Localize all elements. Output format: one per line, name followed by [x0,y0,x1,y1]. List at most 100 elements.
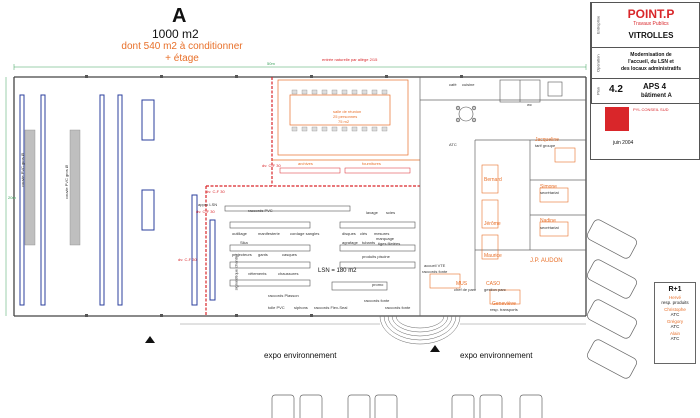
cordage-label: cordage sangles [290,231,320,236]
nadine-role: secrétariat [540,225,559,230]
projecteurs-label: projecteurs [232,252,252,257]
marquage-label: marquage [376,236,395,241]
raccords-pvc-label: raccords PVC [248,208,273,213]
overall-length: 50m [267,61,275,66]
archives-shelves [279,167,411,174]
firm-name: PYL CONSEIL SUD [633,107,669,112]
meeting-room-title: salle de réunion [333,109,362,114]
lsn-area: LSN = 180 m2 [318,268,357,274]
bottom-trucks [271,394,543,418]
building-walls [13,76,587,317]
signaletique-label: signalétique chantier [233,253,239,291]
meeting-room [272,79,420,161]
storage-racks [19,94,216,306]
caption-operation: Opération [591,48,604,78]
jacqueline-name: Jacqueline [535,137,559,143]
legend-person-role: ATC [670,335,680,341]
genevieve-role: resp. transports [490,307,518,312]
raccords-fonte-label: raccords fonte [364,298,390,303]
parked-trucks [587,219,637,379]
accueil-label: accueil VTE [424,263,446,268]
title-block: Entreprise POINT.P Travaux Publics VITRO… [590,2,700,160]
appro-label: appro LSN [198,202,218,207]
brand-logo: POINT.P [627,7,675,21]
office-walls [419,77,586,316]
promo-label: promo [372,282,384,287]
raccords-flex-label: raccords Flex-Seal [314,305,348,310]
fournitures-label: fournitures [362,161,381,166]
raccords-fonte-label-3: raccords fonte [422,269,448,274]
legend-person-name: Grégory [666,319,684,324]
rack-label-left-2: couvle PVC gros Ø [64,164,70,200]
agrafage-label: agrafage [342,240,358,245]
fire-note-left-3: dv: C-F 30 [178,257,197,262]
meeting-room-area: 75 m2 [338,119,350,124]
produits-piscine-label: produits piscine [362,254,390,259]
sika-label: Sika [240,240,248,245]
caso-name: CASO [486,281,501,287]
gants-label: gants [258,252,268,257]
cuisine-label: cuisine [462,82,475,87]
operation-line-2: l'accueil, du LSN et [628,59,674,65]
vetements-label: vêtements [248,271,267,276]
wc-label: wc [527,102,532,107]
legend-person-role: ATC [670,311,680,317]
office-desks [429,147,576,305]
raccords-plasson-label: raccords Plasson [268,293,299,298]
siphons-label: siphons [294,305,308,310]
plan-name: APS 4 [643,82,667,91]
conditioned-floor: + étage [165,53,199,64]
cles-label: clés [360,231,368,236]
meeting-chairs [291,89,388,132]
dimension-top [13,64,587,70]
nadine-name: Nadine [540,218,556,224]
operation-line-3: des locaux administratifs [620,66,682,72]
rack-label-left: couvle PVC gros Ø [20,152,26,188]
bernard-name: Bernard [484,177,502,183]
shop-shelves [224,205,416,291]
genevieve-name: Geneviève [492,301,516,307]
disques-label: disques [342,231,356,236]
chaussures-label: chaussures [278,271,299,276]
legend-person-role: resp. produits [661,299,689,305]
section-marks [145,336,440,352]
jacqueline-role: tarif groupe [535,143,556,148]
tolle-pvc-label: tolle PVC [268,305,285,310]
mesures-label: mesures [374,231,390,236]
expo-right: expo environnement [460,351,533,360]
mus-name: MUS [456,281,468,287]
fire-walls [205,77,420,316]
maurice-name: Maurice [484,253,502,259]
archives-label: archives [298,161,313,166]
fire-note-left-1: dv: C-F 30 [196,209,215,214]
casques-label: casques [282,252,297,257]
tiges-label: tiges filetées [378,241,401,246]
caption-plan: Plan [591,79,604,103]
structural-columns [85,75,463,317]
scies-label: scies [386,210,396,215]
grey-racks [24,129,81,246]
mus-role: chef de parc [454,287,477,292]
entrance-steps [379,315,461,345]
tubants-label: tubants [362,240,376,245]
plan-date: juin 2004 [613,140,634,146]
outillage-label: outillage [232,231,247,236]
simone-role: secrétariat [540,190,559,195]
cafe-table [455,105,477,123]
plan-subtitle: bâtiment A [641,93,672,99]
operation-line-1: Modernisation de [630,52,672,58]
meeting-room-capacity: 25 personnes [333,114,358,119]
block-letter: A [172,5,187,27]
cafe-label: café [449,82,457,87]
caso-role: gestion parc [484,287,506,292]
fire-note-mid: dv: C-F 30 [262,163,281,168]
legend-person-role: ATC [670,323,680,329]
jp-audon-name: J.P. AUDON [530,258,563,264]
jerome-name: Jérôme [484,221,501,227]
firm-logo [605,107,629,131]
manifesterie-label: manifesterie [258,231,280,236]
simone-name: Simone [540,184,557,190]
r1-legend: R+1 Hervé resp. produits Christophe ATC … [654,282,696,364]
legend-person-name: Hervé [668,295,681,300]
